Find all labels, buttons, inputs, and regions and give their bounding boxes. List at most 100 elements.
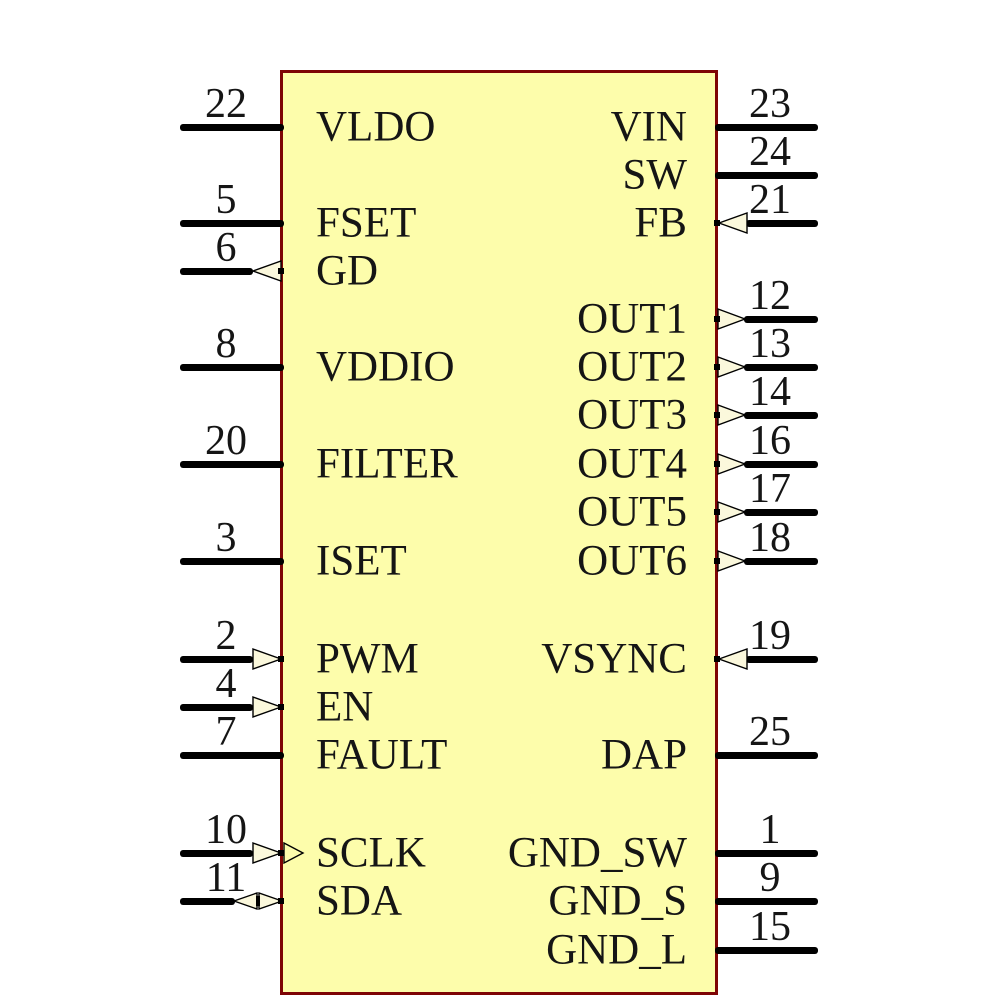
pin-number: 23 (749, 81, 791, 127)
pin-name-label: VDDIO (316, 343, 455, 391)
pin-number: 4 (215, 661, 237, 707)
pin-connection-stub (714, 412, 720, 418)
pin-direction-arrow-icon (252, 842, 284, 864)
pin-number: 3 (215, 515, 237, 561)
pin-number: 18 (749, 515, 791, 561)
pin-connection-stub (714, 509, 720, 515)
pin-direction-arrow-icon (283, 841, 305, 865)
pin-line (715, 171, 818, 179)
pin-direction-arrow-icon (717, 403, 748, 427)
pin-direction-arrow-icon (716, 648, 748, 670)
pin-name-label: SCLK (316, 829, 426, 877)
pin-name-label: GD (316, 247, 379, 295)
pin-number: 22 (205, 81, 247, 127)
pin-name-label: FILTER (316, 440, 458, 488)
pin-connection-stub (278, 898, 284, 904)
pin-number: 12 (749, 273, 791, 319)
pin-line (180, 897, 235, 905)
pin-number: 21 (749, 177, 791, 223)
pin-line (180, 219, 284, 227)
pin-direction-arrow-icon (717, 500, 748, 524)
pin-direction-arrow-icon (252, 648, 284, 670)
pin-name-label: OUT6 (577, 537, 687, 585)
pin-connection-stub (278, 704, 284, 710)
pin-line (180, 703, 253, 711)
pin-name-label: FB (634, 199, 687, 247)
pin-direction-arrow-icon (231, 892, 285, 910)
pin-line (180, 123, 284, 131)
pin-direction-arrow-icon (717, 452, 748, 476)
pin-name-label: GND_SW (507, 829, 687, 877)
pin-line (744, 315, 818, 323)
pin-number: 2 (215, 613, 237, 659)
pin-connection-stub (278, 268, 284, 274)
pin-line (746, 655, 818, 663)
pin-name-label: ISET (316, 537, 407, 585)
pin-line (180, 751, 284, 759)
pin-line (744, 557, 818, 565)
pin-line (744, 363, 818, 371)
pin-name-label: DAP (600, 731, 687, 779)
pin-direction-arrow-icon (717, 307, 748, 331)
pin-number: 25 (749, 709, 791, 755)
pin-line (715, 897, 818, 905)
pin-line (715, 751, 818, 759)
pin-number: 9 (759, 855, 781, 901)
pin-name-label: GND_L (546, 926, 687, 974)
pin-number: 11 (205, 855, 247, 901)
pin-number: 5 (215, 177, 237, 223)
pin-name-label: VIN (610, 103, 687, 151)
pin-line (746, 219, 818, 227)
pin-name-label: OUT1 (577, 295, 687, 343)
pin-number: 24 (749, 129, 791, 175)
pin-connection-stub (714, 461, 720, 467)
pin-number: 8 (215, 321, 237, 367)
pin-number: 14 (749, 369, 791, 415)
pin-line (180, 267, 253, 275)
pin-number: 15 (749, 904, 791, 950)
pin-line (744, 508, 818, 516)
pin-direction-arrow-icon (716, 212, 748, 234)
pin-line (744, 460, 818, 468)
pin-connection-stub (714, 364, 720, 370)
pin-line (180, 655, 253, 663)
pin-connection-stub (714, 220, 720, 226)
pin-line (180, 460, 284, 468)
pin-line (715, 849, 818, 857)
pin-connection-stub (714, 558, 720, 564)
pin-name-label: SDA (316, 877, 403, 925)
pin-number: 6 (215, 225, 237, 271)
pin-name-label: GND_S (548, 877, 687, 925)
pin-number: 20 (205, 418, 247, 464)
pin-line (744, 411, 818, 419)
pin-line (180, 557, 284, 565)
ic-symbol-body (280, 70, 718, 995)
pin-name-label: FSET (316, 199, 417, 247)
pin-name-label: OUT2 (577, 343, 687, 391)
pin-number: 17 (749, 466, 791, 512)
pin-direction-arrow-icon (252, 696, 284, 718)
pin-number: 16 (749, 418, 791, 464)
pin-line (715, 946, 818, 954)
pin-name-label: OUT4 (577, 440, 687, 488)
pin-number: 1 (759, 807, 781, 853)
pin-line (180, 849, 253, 857)
pin-direction-arrow-icon (717, 549, 748, 573)
pin-connection-stub (714, 656, 720, 662)
pin-number: 13 (749, 321, 791, 367)
pin-number: 10 (205, 807, 247, 853)
pin-connection-stub (278, 656, 284, 662)
pin-name-label: OUT5 (577, 488, 687, 536)
pin-name-label: OUT3 (577, 391, 687, 439)
pin-connection-stub (278, 850, 284, 856)
pin-number: 7 (215, 709, 237, 755)
pin-name-label: VSYNC (541, 635, 687, 683)
pin-name-label: FAULT (316, 731, 448, 779)
pin-line (180, 363, 284, 371)
pin-number: 19 (749, 613, 791, 659)
pin-name-label: VLDO (316, 103, 436, 151)
pin-name-label: EN (316, 683, 374, 731)
pin-name-label: SW (622, 151, 688, 199)
pin-direction-arrow-icon (717, 355, 748, 379)
pin-connection-stub (714, 316, 720, 322)
